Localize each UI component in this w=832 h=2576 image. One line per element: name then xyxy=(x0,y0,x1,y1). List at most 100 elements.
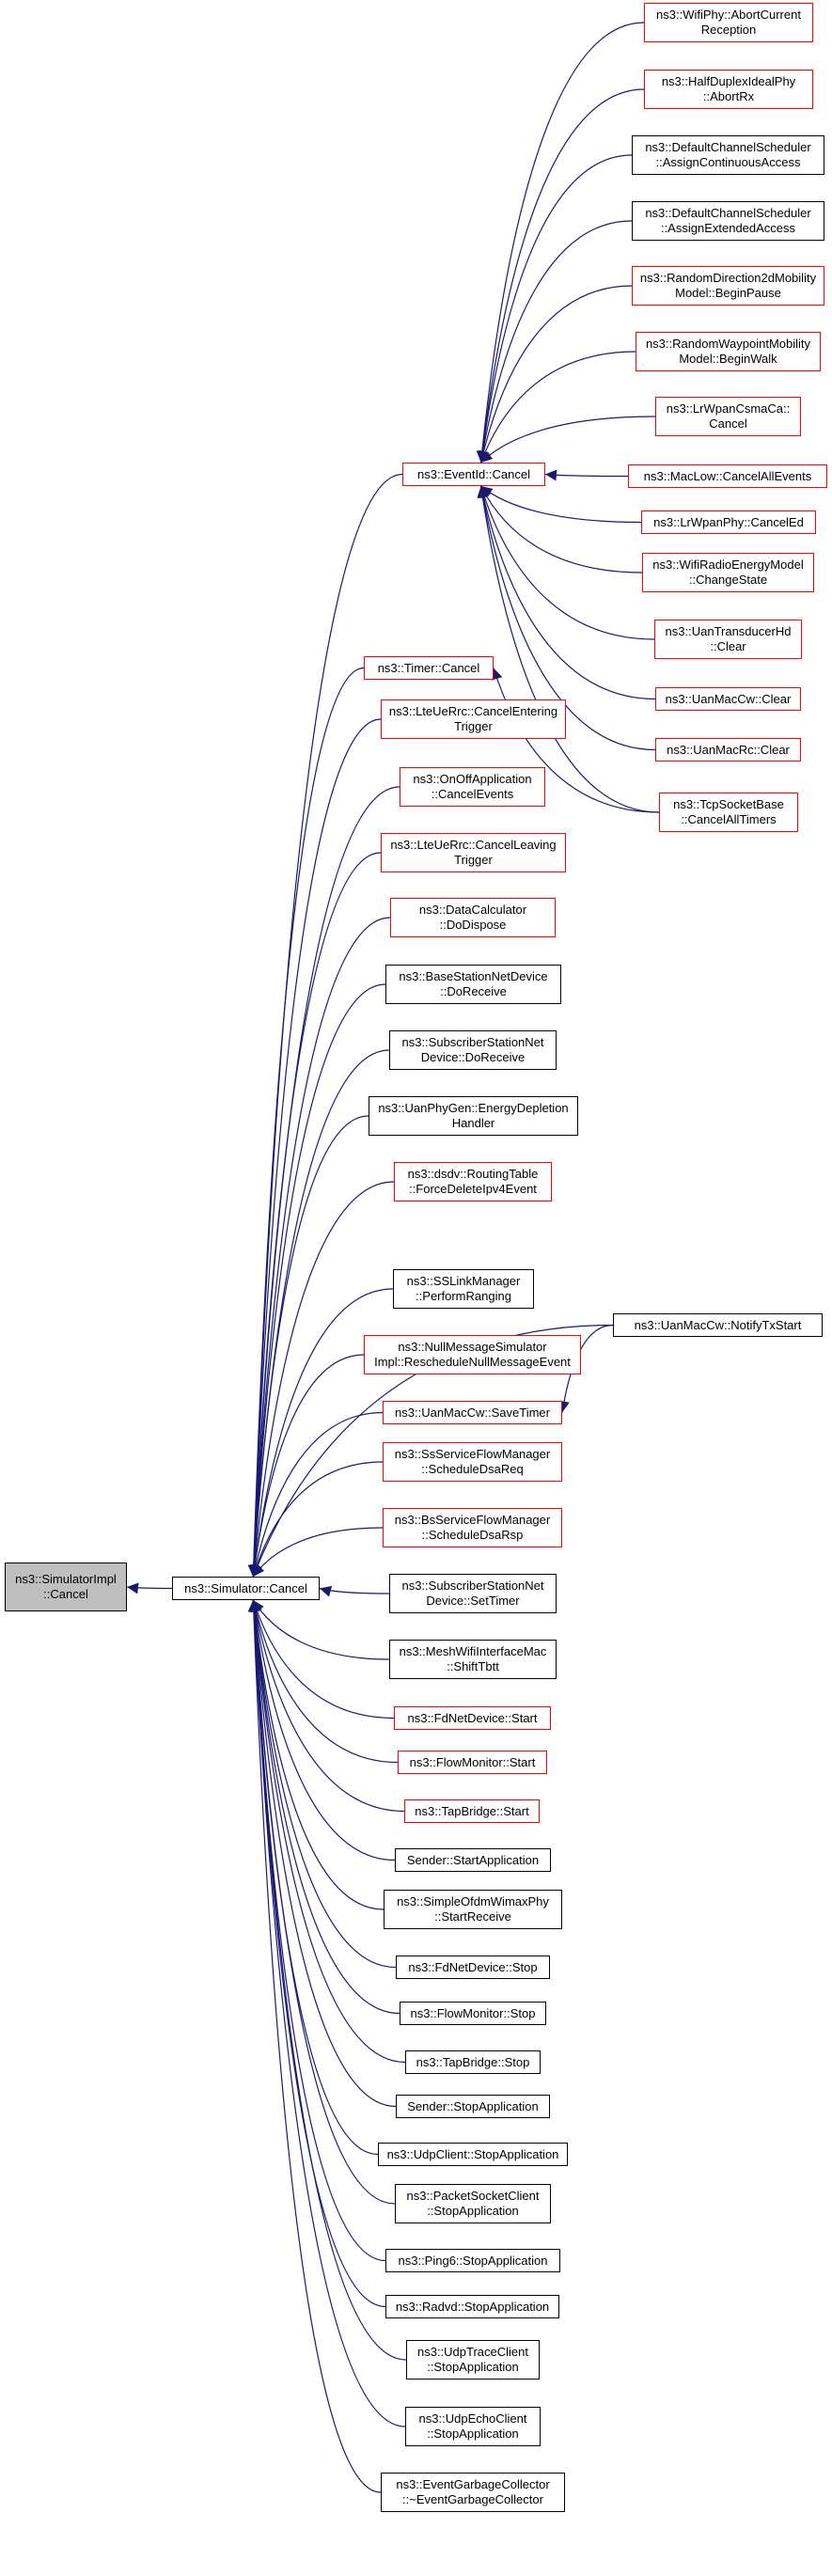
call-edge xyxy=(248,1599,397,1969)
node-label-line: Device::DoReceive xyxy=(420,1050,526,1064)
node-n43[interactable]: ns3::LrWpanPhy::CancelEd xyxy=(641,510,816,534)
node-label-line: ns3::OnOffApplication xyxy=(413,772,532,786)
node-n24[interactable]: ns3::FdNetDevice::Stop xyxy=(396,1956,550,1979)
node-n36[interactable]: ns3::HalfDuplexIdealPhy::AbortRx xyxy=(644,70,813,109)
node-n44[interactable]: ns3::WifiRadioEnergyModel::ChangeState xyxy=(642,553,814,592)
node-n25[interactable]: ns3::FlowMonitor::Stop xyxy=(400,2002,546,2025)
node-label-line: ::AssignContinuousAccess xyxy=(655,155,801,169)
node-label-line: ::CancelEvents xyxy=(431,787,514,801)
node-n27[interactable]: Sender::StopApplication xyxy=(396,2095,550,2118)
node-label-line: ns3::TapBridge::Stop xyxy=(416,2054,530,2069)
node-n32[interactable]: ns3::UdpTraceClient::StopApplication xyxy=(406,2340,540,2380)
node-label-line: ns3::DataCalculator xyxy=(418,903,527,917)
node-label-line: ns3::DefaultChannelScheduler xyxy=(645,206,811,220)
node-label-line: ns3::UanMacCw::NotifyTxStart xyxy=(634,1317,802,1332)
node-label-line: ns3::WifiPhy::AbortCurrent xyxy=(656,8,801,22)
node-n49[interactable]: ns3::UanMacCw::NotifyTxStart xyxy=(613,1313,823,1337)
call-edge xyxy=(480,485,643,573)
node-label-line: Trigger xyxy=(454,719,493,733)
node-label-line: ns3::TapBridge::Start xyxy=(415,1803,529,1818)
node-label-line: Sender::StopApplication xyxy=(407,2098,539,2113)
node-label-line: Cancel xyxy=(709,416,747,431)
call-edge xyxy=(476,22,645,463)
node-n42[interactable]: ns3::MacLow::CancelAllEvents xyxy=(628,464,827,488)
node-label-line: Reception xyxy=(700,23,757,37)
node-label-line: ::CancelAllTimers xyxy=(681,812,777,826)
node-label-line: ::StopApplication xyxy=(427,2427,519,2441)
node-n29[interactable]: ns3::PacketSocketClient::StopApplication xyxy=(395,2184,551,2223)
node-label-line: ::AbortRx xyxy=(702,89,755,103)
node-label-line: ns3::Timer::Cancel xyxy=(377,660,480,675)
call-edge xyxy=(248,1599,407,2361)
node-label-line: ns3::DefaultChannelScheduler xyxy=(645,140,811,154)
node-n21[interactable]: ns3::TapBridge::Start xyxy=(404,1799,540,1823)
node-label-line: ns3::SsServiceFlowManager xyxy=(394,1447,551,1461)
node-n12[interactable]: ns3::SSLinkManager::PerformRanging xyxy=(393,1269,534,1309)
node-label-line: Model::BeginPause xyxy=(675,286,781,300)
node-label-line: ::DoReceive xyxy=(440,984,507,998)
call-edge xyxy=(250,1599,399,1764)
call-edge xyxy=(477,88,645,463)
node-n46[interactable]: ns3::UanMacCw::Clear xyxy=(655,687,801,711)
node-n20[interactable]: ns3::FlowMonitor::Start xyxy=(398,1751,547,1774)
node-n15[interactable]: ns3::SsServiceFlowManager::ScheduleDsaRe… xyxy=(383,1442,562,1482)
node-n26[interactable]: ns3::TapBridge::Stop xyxy=(405,2050,541,2074)
node-n30[interactable]: ns3::Ping6::StopApplication xyxy=(385,2249,560,2272)
node-label-line: ns3::FlowMonitor::Start xyxy=(409,1754,536,1769)
node-label-line: ns3::Simulator::Cancel xyxy=(184,1580,307,1595)
call-edge xyxy=(480,485,642,524)
node-label-line: ns3::LteUeRrc::CancelLeaving xyxy=(390,838,557,852)
call-edge xyxy=(477,485,660,813)
call-edge xyxy=(477,154,633,463)
call-edge xyxy=(480,416,656,463)
node-n7[interactable]: ns3::DataCalculator::DoDispose xyxy=(390,898,556,937)
node-n18[interactable]: ns3::MeshWifiInterfaceMac::ShiftTbtt xyxy=(389,1640,557,1679)
node-n34[interactable]: ns3::EventGarbageCollector::~EventGarbag… xyxy=(381,2473,565,2512)
node-n37[interactable]: ns3::DefaultChannelScheduler::AssignCont… xyxy=(632,135,824,175)
node-label-line: ns3::Ping6::StopApplication xyxy=(398,2253,548,2268)
call-edge xyxy=(252,1527,384,1578)
call-edge xyxy=(247,667,365,1578)
node-n5[interactable]: ns3::OnOffApplication::CancelEvents xyxy=(400,767,545,807)
node-n14[interactable]: ns3::UanMacCw::SaveTimer xyxy=(383,1401,562,1424)
node-n45[interactable]: ns3::UanTransducerHd::Clear xyxy=(654,620,802,659)
node-label-line: ns3::SubscriberStationNet xyxy=(401,1035,544,1049)
node-label-line: ::StopApplication xyxy=(427,2204,519,2218)
node-label-line: ::ScheduleDsaRsp xyxy=(421,1528,524,1542)
node-n16[interactable]: ns3::BsServiceFlowManager::ScheduleDsaRs… xyxy=(383,1508,562,1547)
node-n23[interactable]: ns3::SimpleOfdmWimaxPhy::StartReceive xyxy=(384,1890,562,1929)
node-n47[interactable]: ns3::UanMacRc::Clear xyxy=(655,738,801,762)
node-label-line: ::StartReceive xyxy=(434,1909,511,1924)
node-label-line: ns3::LrWpanPhy::CancelEd xyxy=(653,514,804,529)
call-edge xyxy=(247,1599,406,2427)
node-n8[interactable]: ns3::BaseStationNetDevice::DoReceive xyxy=(385,965,561,1004)
node-label-line: ::PerformRanging xyxy=(416,1289,511,1303)
call-edge xyxy=(249,1599,396,1861)
node-n11[interactable]: ns3::dsdv::RoutingTable::ForceDeleteIpv4… xyxy=(394,1162,552,1202)
call-edge xyxy=(478,485,656,700)
node-n31[interactable]: ns3::Radvd::StopApplication xyxy=(385,2295,559,2318)
node-n3[interactable]: ns3::Timer::Cancel xyxy=(364,656,494,680)
call-edge xyxy=(248,917,391,1578)
node-n38[interactable]: ns3::DefaultChannelScheduler::AssignExte… xyxy=(632,201,824,241)
node-n28[interactable]: ns3::UdpClient::StopApplication xyxy=(378,2143,568,2166)
node-n1[interactable]: ns3::Simulator::Cancel xyxy=(172,1577,320,1600)
node-n41[interactable]: ns3::LrWpanCsmaCa::Cancel xyxy=(655,397,801,436)
node-n19[interactable]: ns3::FdNetDevice::Start xyxy=(394,1706,551,1730)
node-n33[interactable]: ns3::UdpEchoClient::StopApplication xyxy=(405,2407,541,2446)
call-edge xyxy=(477,220,633,463)
node-n48[interactable]: ns3::TcpSocketBase::CancelAllTimers xyxy=(659,793,798,832)
node-label-line: Trigger xyxy=(454,853,493,867)
node-n2[interactable]: ns3::EventId::Cancel xyxy=(402,463,545,486)
node-n22[interactable]: Sender::StartApplication xyxy=(395,1848,551,1872)
call-edge xyxy=(251,1599,395,1720)
